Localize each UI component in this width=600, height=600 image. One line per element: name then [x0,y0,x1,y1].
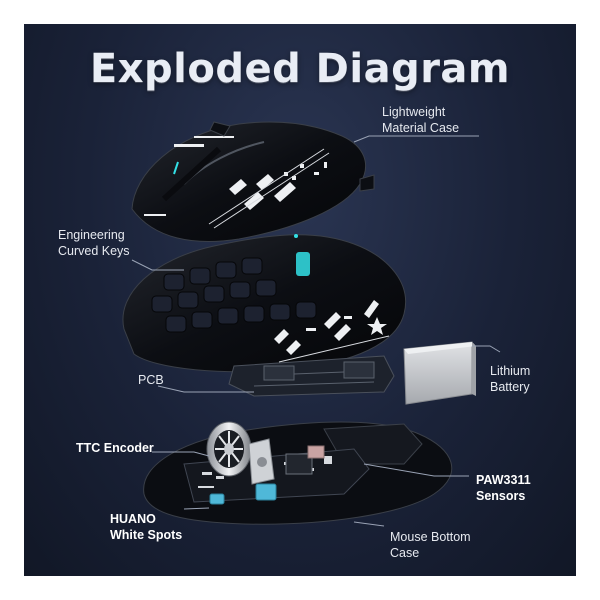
lithium-battery [403,341,476,405]
label-line: Mouse Bottom [390,530,471,544]
scroll-wheel [206,421,252,477]
label-paw3311-sensors: PAW3311 Sensors [476,472,531,504]
label-lightweight-case: Lightweight Material Case [382,104,459,136]
bottom-assembly [143,421,453,525]
label-line: Lightweight [382,105,446,119]
label-line: Case [390,546,420,560]
label-line: Lithium [490,364,531,378]
label-line: Sensors [476,489,526,503]
page-title: Exploded Diagram [89,46,511,92]
label-line: Material Case [382,121,460,135]
leader-lines [131,135,501,527]
label-curved-keys: Engineering Curved Keys [58,227,130,259]
label-line: Battery [490,380,530,394]
diagram-frame: Exploded Diagram Lightweight Material Ca… [24,24,576,576]
top-case [131,121,375,242]
exploded-mouse-illustration [122,121,501,527]
label-pcb: PCB [138,373,164,387]
label-line: HUANO [110,512,156,526]
label-huano-switches: HUANO White Spots [110,511,182,543]
label-bottom-case: Mouse Bottom Case [390,529,471,561]
middle-shell [122,234,406,373]
label-line: Engineering [58,228,125,242]
label-ttc-encoder: TTC Encoder [76,441,154,455]
label-line: White Spots [110,528,183,542]
pcb-board [228,355,395,397]
label-line: Curved Keys [58,244,130,258]
label-line: PAW3311 [476,473,531,487]
label-lithium-battery: Lithium Battery [490,363,530,395]
